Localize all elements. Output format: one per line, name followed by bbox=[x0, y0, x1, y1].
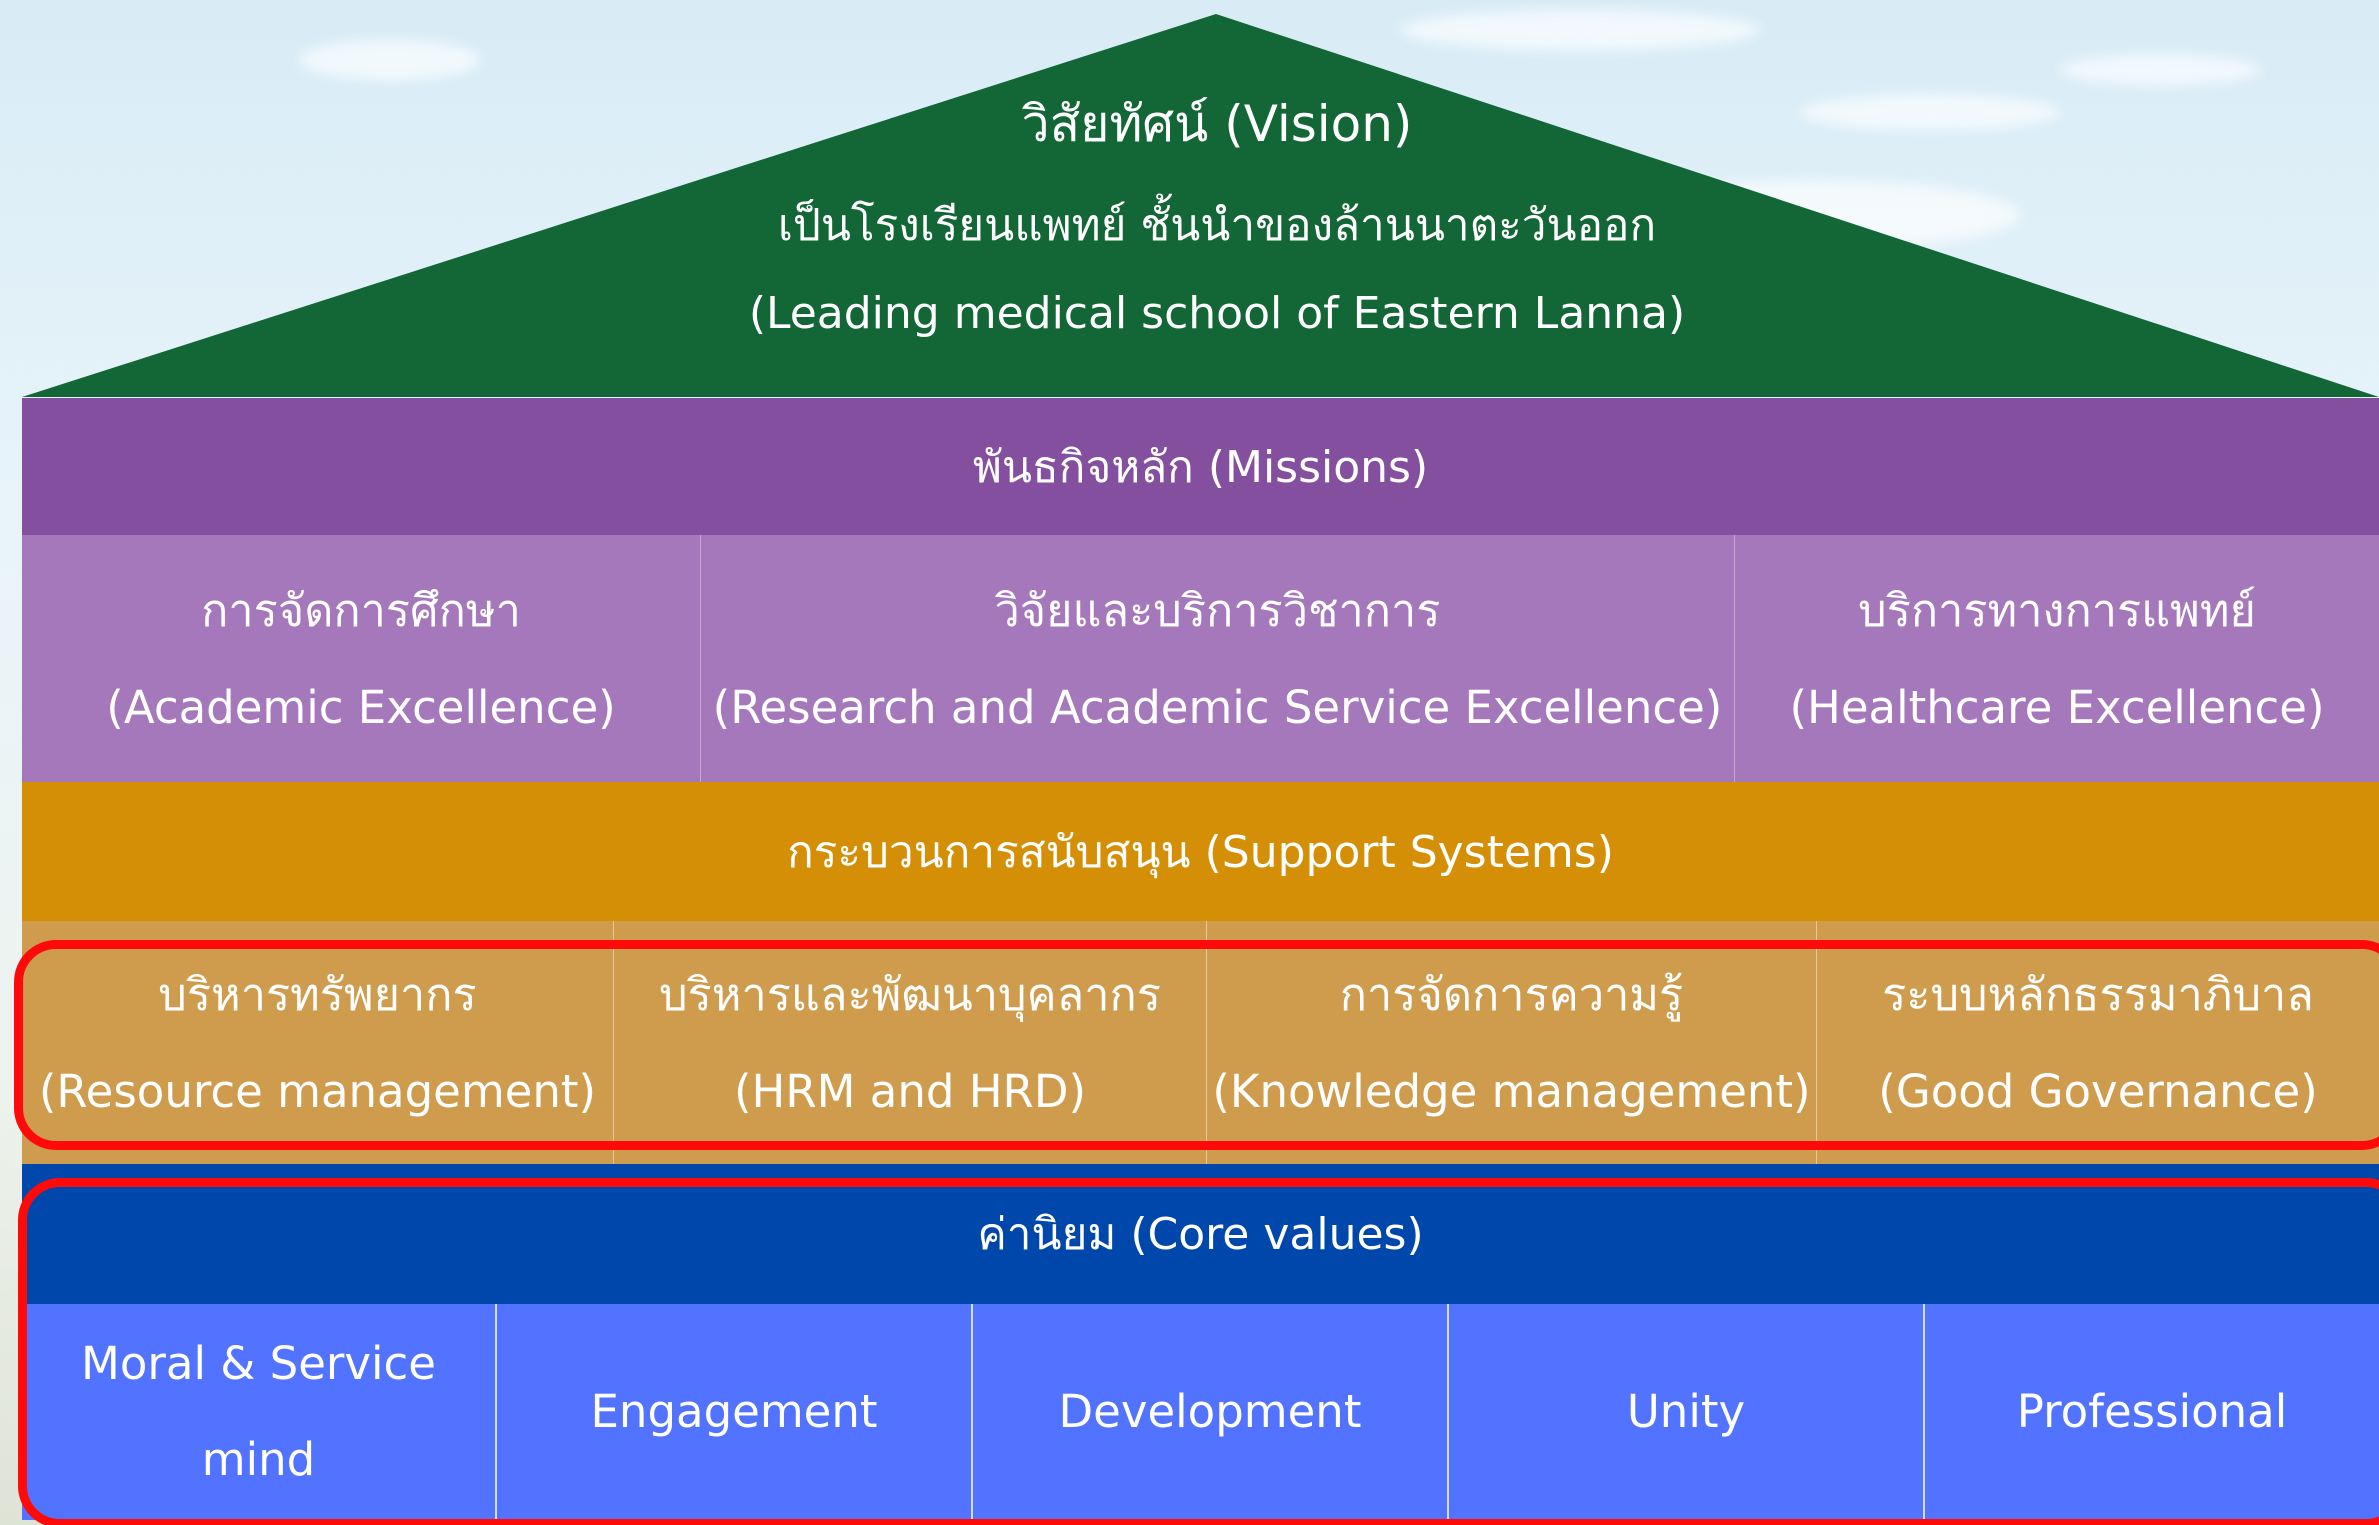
mission-label-thai: การจัดการศึกษา bbox=[201, 583, 521, 637]
support-row: บริหารทรัพยากร (Resource management) บริ… bbox=[22, 921, 2379, 1164]
vision-statement-english: (Leading medical school of Eastern Lanna… bbox=[748, 288, 1686, 339]
vision-heading: วิสัยทัศน์ (Vision) bbox=[1021, 95, 1413, 153]
support-good-governance: ระบบหลักธรรมาภิบาล (Good Governance) bbox=[1817, 921, 2379, 1164]
core-values-row: Moral & Service mind Engagement Developm… bbox=[22, 1304, 2379, 1520]
cloud bbox=[1800, 95, 2060, 130]
support-label-english: (Good Governance) bbox=[1878, 1064, 2318, 1118]
value-development: Development bbox=[973, 1304, 1449, 1520]
mission-label-english: (Academic Excellence) bbox=[106, 680, 616, 734]
value-professional: Professional bbox=[1925, 1304, 2379, 1520]
value-label: Professional bbox=[2016, 1385, 2288, 1438]
mission-healthcare: บริการทางการแพทย์ (Healthcare Excellence… bbox=[1735, 535, 2379, 782]
support-label-thai: บริหารและพัฒนาบุคลากร bbox=[659, 967, 1161, 1021]
value-label: Unity bbox=[1626, 1385, 1746, 1438]
vision-statement-thai: เป็นโรงเรียนแพทย์ ชั้นนำของล้านนาตะวันออ… bbox=[777, 200, 1657, 251]
support-hrm-hrd: บริหารและพัฒนาบุคลากร (HRM and HRD) bbox=[614, 921, 1207, 1164]
support-label-thai: ระบบหลักธรรมาภิบาล bbox=[1882, 967, 2314, 1021]
value-moral-service-mind: Moral & Service mind bbox=[22, 1304, 497, 1520]
roof-triangle bbox=[22, 14, 2379, 397]
cloud bbox=[1400, 10, 1760, 50]
value-label-continued: mind bbox=[201, 1433, 316, 1486]
value-label: Engagement bbox=[590, 1385, 878, 1438]
support-knowledge-management: การจัดการความรู้ (Knowledge management) bbox=[1207, 921, 1817, 1164]
mission-label-english: (Healthcare Excellence) bbox=[1789, 680, 2325, 734]
mission-label-english: (Research and Academic Service Excellenc… bbox=[712, 680, 1723, 734]
mission-research: วิจัยและบริการวิชาการ (Research and Acad… bbox=[701, 535, 1735, 782]
value-label: Moral & Service bbox=[81, 1337, 436, 1390]
mission-label-thai: วิจัยและบริการวิชาการ bbox=[994, 583, 1441, 637]
missions-heading: พันธกิจหลัก (Missions) bbox=[22, 398, 2379, 535]
support-label-english: (Knowledge management) bbox=[1212, 1064, 1811, 1118]
support-heading: กระบวนการสนับสนุน (Support Systems) bbox=[22, 782, 2379, 921]
core-values-heading: ค่านิยม (Core values) bbox=[22, 1164, 2379, 1304]
mission-academic: การจัดการศึกษา (Academic Excellence) bbox=[22, 535, 701, 782]
support-label-english: (Resource management) bbox=[38, 1064, 597, 1118]
value-engagement: Engagement bbox=[497, 1304, 973, 1520]
value-unity: Unity bbox=[1449, 1304, 1925, 1520]
value-label: Development bbox=[1058, 1385, 1362, 1438]
vision-roof: วิสัยทัศน์ (Vision) เป็นโรงเรียนแพทย์ ชั… bbox=[22, 14, 2379, 398]
support-resource-management: บริหารทรัพยากร (Resource management) bbox=[22, 921, 614, 1164]
mission-label-thai: บริการทางการแพทย์ bbox=[1858, 583, 2256, 637]
missions-row: การจัดการศึกษา (Academic Excellence) วิจ… bbox=[22, 535, 2379, 782]
cloud bbox=[300, 40, 480, 80]
support-label-thai: การจัดการความรู้ bbox=[1339, 967, 1684, 1021]
support-label-thai: บริหารทรัพยากร bbox=[158, 967, 477, 1021]
cloud bbox=[2060, 55, 2260, 85]
support-label-english: (HRM and HRD) bbox=[733, 1064, 1087, 1118]
